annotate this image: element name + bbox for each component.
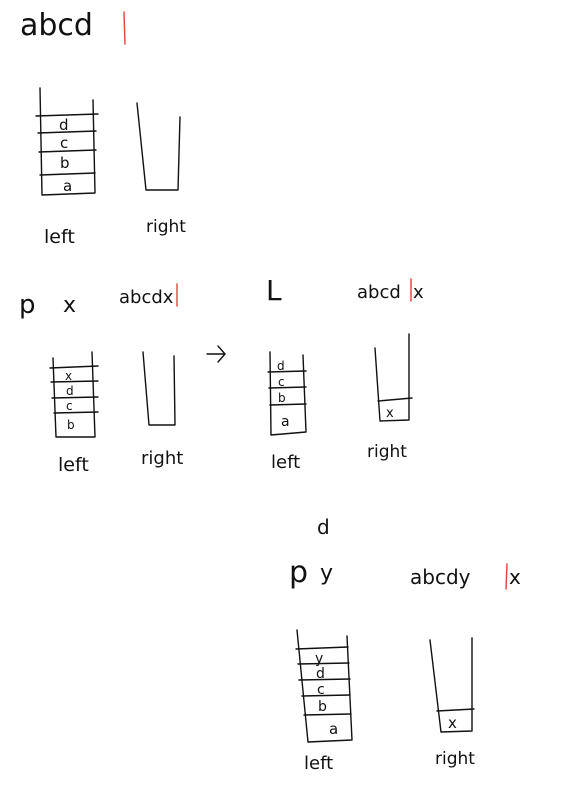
stack-container [39, 87, 96, 196]
stack-cell: x [448, 714, 457, 732]
state2-op: p [19, 290, 36, 320]
stack-divider [269, 403, 307, 406]
stack-divider [39, 172, 96, 176]
stack-divider [377, 397, 413, 402]
state2-text: abcdx [119, 287, 174, 308]
stack-divider [298, 678, 351, 681]
state-1: abcd d c b a left right [20, 8, 186, 248]
stack-cell: d [316, 666, 325, 682]
state4-text-before: abcdy [410, 565, 471, 589]
state1-text: abcd [20, 8, 93, 43]
state1-right-label: right [146, 217, 186, 237]
stack-divider [37, 130, 97, 134]
stack-divider [38, 149, 97, 153]
stack-container [429, 637, 473, 733]
stack-divider [436, 708, 475, 712]
stack-cell: a [63, 177, 72, 195]
stack-cell: a [329, 720, 338, 738]
state-2: p x abcdx x d c b left right [19, 283, 226, 476]
state3-left-label: left [271, 452, 300, 473]
state1-left-label: left [44, 226, 75, 248]
transition-arrow-icon [206, 345, 226, 363]
state4-left-stack: y d c b a [295, 629, 353, 743]
state3-op: L [266, 274, 282, 307]
stack-container [374, 333, 410, 422]
stack-divider [51, 396, 99, 399]
state4-text-after: x [509, 565, 521, 589]
stack-divider [35, 113, 99, 117]
stack-cell: c [66, 399, 73, 413]
stack-cell: b [318, 699, 327, 715]
stack-cell: c [317, 682, 325, 698]
state1-left-stack: d c b a [35, 87, 99, 196]
stack-divider [297, 662, 350, 665]
stack-container [136, 102, 181, 191]
state1-cursor [123, 11, 126, 45]
state2-right-stack [142, 351, 176, 426]
stack-cell: x [65, 369, 72, 383]
stack-cell: d [277, 359, 285, 373]
stack-cell: x [386, 406, 394, 421]
stack-divider [295, 646, 349, 650]
stack-divider [303, 713, 352, 716]
state-4: d p y abcdy x y d c b a left x right [289, 515, 521, 774]
state4-right-stack: x [429, 637, 475, 733]
stack-divider [267, 370, 307, 373]
state4-right-label: right [435, 749, 475, 769]
state2-right-label: right [141, 448, 183, 469]
state3-left-stack: d c b a [267, 351, 307, 436]
stack-container [142, 351, 176, 426]
stack-cell: c [278, 375, 285, 389]
stack-divider [49, 365, 99, 369]
state3-right-label: right [367, 442, 407, 462]
state4-cursor [505, 563, 508, 590]
stack-cell: b [278, 391, 286, 405]
state2-left-label: left [58, 454, 89, 476]
stack-cell: c [60, 134, 68, 152]
stack-container [269, 351, 307, 436]
state3-text-after: x [413, 282, 424, 303]
stack-cell: d [66, 384, 74, 398]
stack-divider [268, 386, 307, 389]
state1-right-stack [136, 102, 181, 191]
stack-cell: b [67, 418, 75, 432]
stack-cell: b [60, 154, 70, 172]
stack-divider [301, 694, 351, 697]
state4-arg: y [320, 561, 333, 586]
state4-op: p [289, 555, 308, 590]
stack-cell: y [315, 651, 323, 667]
state2-arg: x [63, 293, 76, 318]
stack-cell: d [59, 116, 69, 134]
state-3: L abcd x d c b a left x right [266, 274, 424, 473]
state3-right-stack: x [374, 333, 413, 422]
stack-divider [53, 411, 99, 414]
state3-text-before: abcd [357, 282, 401, 303]
state4-left-label: left [304, 753, 333, 774]
state4-note: d [317, 515, 330, 539]
state2-left-stack: x d c b [49, 351, 99, 438]
stack-divider [50, 380, 99, 383]
stack-cell: a [281, 414, 290, 430]
stack-container [296, 629, 353, 743]
